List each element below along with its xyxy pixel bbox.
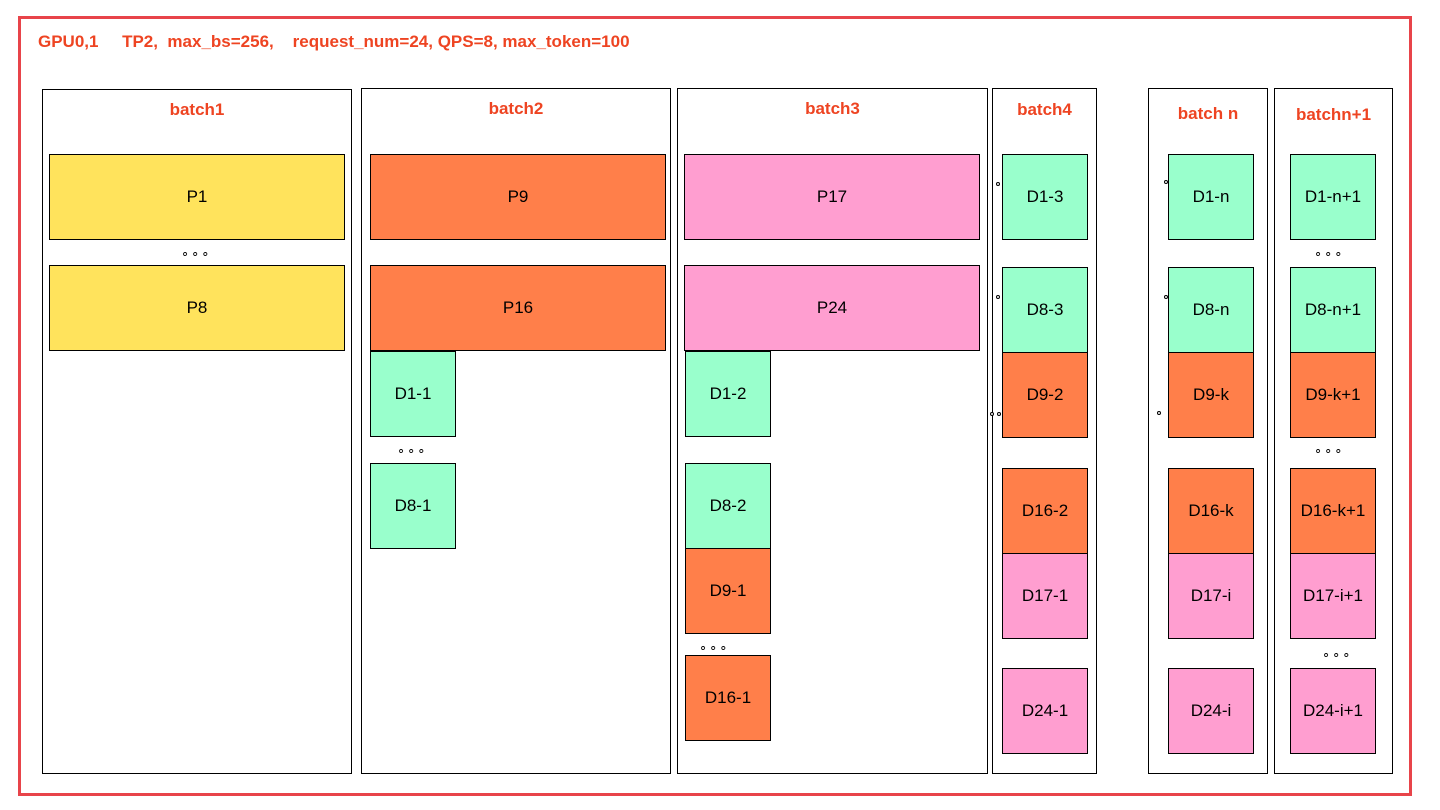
cell-d17-i: D17-i	[1168, 553, 1254, 639]
cell-p17: P17	[684, 154, 980, 240]
batch-title: batch n	[1177, 104, 1239, 123]
batch-title: batch4	[1017, 100, 1072, 119]
cell-d8-1: D8-1	[370, 463, 456, 549]
cell-p1: P1	[49, 154, 345, 240]
batch-title: batchn+1	[1295, 105, 1372, 124]
ellipsis: ∘∘∘	[1314, 246, 1345, 261]
cell-p16: P16	[370, 265, 666, 351]
cell-d9-1: D9-1	[685, 548, 771, 634]
cell-d1-2: D1-2	[685, 351, 771, 437]
stray-dot	[996, 295, 1000, 299]
stray-dot	[1157, 411, 1161, 415]
cell-p8: P8	[49, 265, 345, 351]
stray-dot	[1164, 295, 1168, 299]
cell-d8-n-plus-1: D8-n+1	[1290, 267, 1376, 353]
outer-frame	[18, 16, 1412, 796]
batch-title: batch3	[805, 99, 860, 118]
cell-d24-i: D24-i	[1168, 668, 1254, 754]
cell-d16-2: D16-2	[1002, 468, 1088, 554]
ellipsis: ∘∘∘	[699, 640, 730, 655]
ellipsis: ∘∘∘	[1314, 443, 1345, 458]
batch-title: batch1	[169, 100, 225, 119]
cell-d8-3: D8-3	[1002, 267, 1088, 353]
cell-d16-1: D16-1	[685, 655, 771, 741]
cell-d1-1: D1-1	[370, 351, 456, 437]
cell-d8-2: D8-2	[685, 463, 771, 549]
cell-d16-k: D16-k	[1168, 468, 1254, 554]
stray-dot	[1164, 180, 1168, 184]
config-header: GPU0,1 TP2, max_bs=256, request_num=24, …	[38, 32, 630, 51]
cell-d24-i-plus-1: D24-i+1	[1290, 668, 1376, 754]
ellipsis: ∘∘∘	[1322, 647, 1353, 662]
batch-title: batch2	[488, 99, 544, 118]
cell-d9-k-plus-1: D9-k+1	[1290, 352, 1376, 438]
cell-d17-1: D17-1	[1002, 553, 1088, 639]
cell-d17-i-plus-1: D17-i+1	[1290, 553, 1376, 639]
cell-p9: P9	[370, 154, 666, 240]
cell-d24-1: D24-1	[1002, 668, 1088, 754]
stray-dot	[997, 412, 1001, 416]
cell-d1-3: D1-3	[1002, 154, 1088, 240]
cell-d16-k-plus-1: D16-k+1	[1290, 468, 1376, 554]
cell-d1-n-plus-1: D1-n+1	[1290, 154, 1376, 240]
cell-d8-n: D8-n	[1168, 267, 1254, 353]
ellipsis: ∘∘∘	[397, 443, 428, 458]
cell-d1-n: D1-n	[1168, 154, 1254, 240]
stray-dot	[990, 412, 994, 416]
stray-dot	[996, 182, 1000, 186]
ellipsis: ∘∘∘	[181, 246, 212, 261]
cell-d9-2: D9-2	[1002, 352, 1088, 438]
cell-p24: P24	[684, 265, 980, 351]
cell-d9-k: D9-k	[1168, 352, 1254, 438]
